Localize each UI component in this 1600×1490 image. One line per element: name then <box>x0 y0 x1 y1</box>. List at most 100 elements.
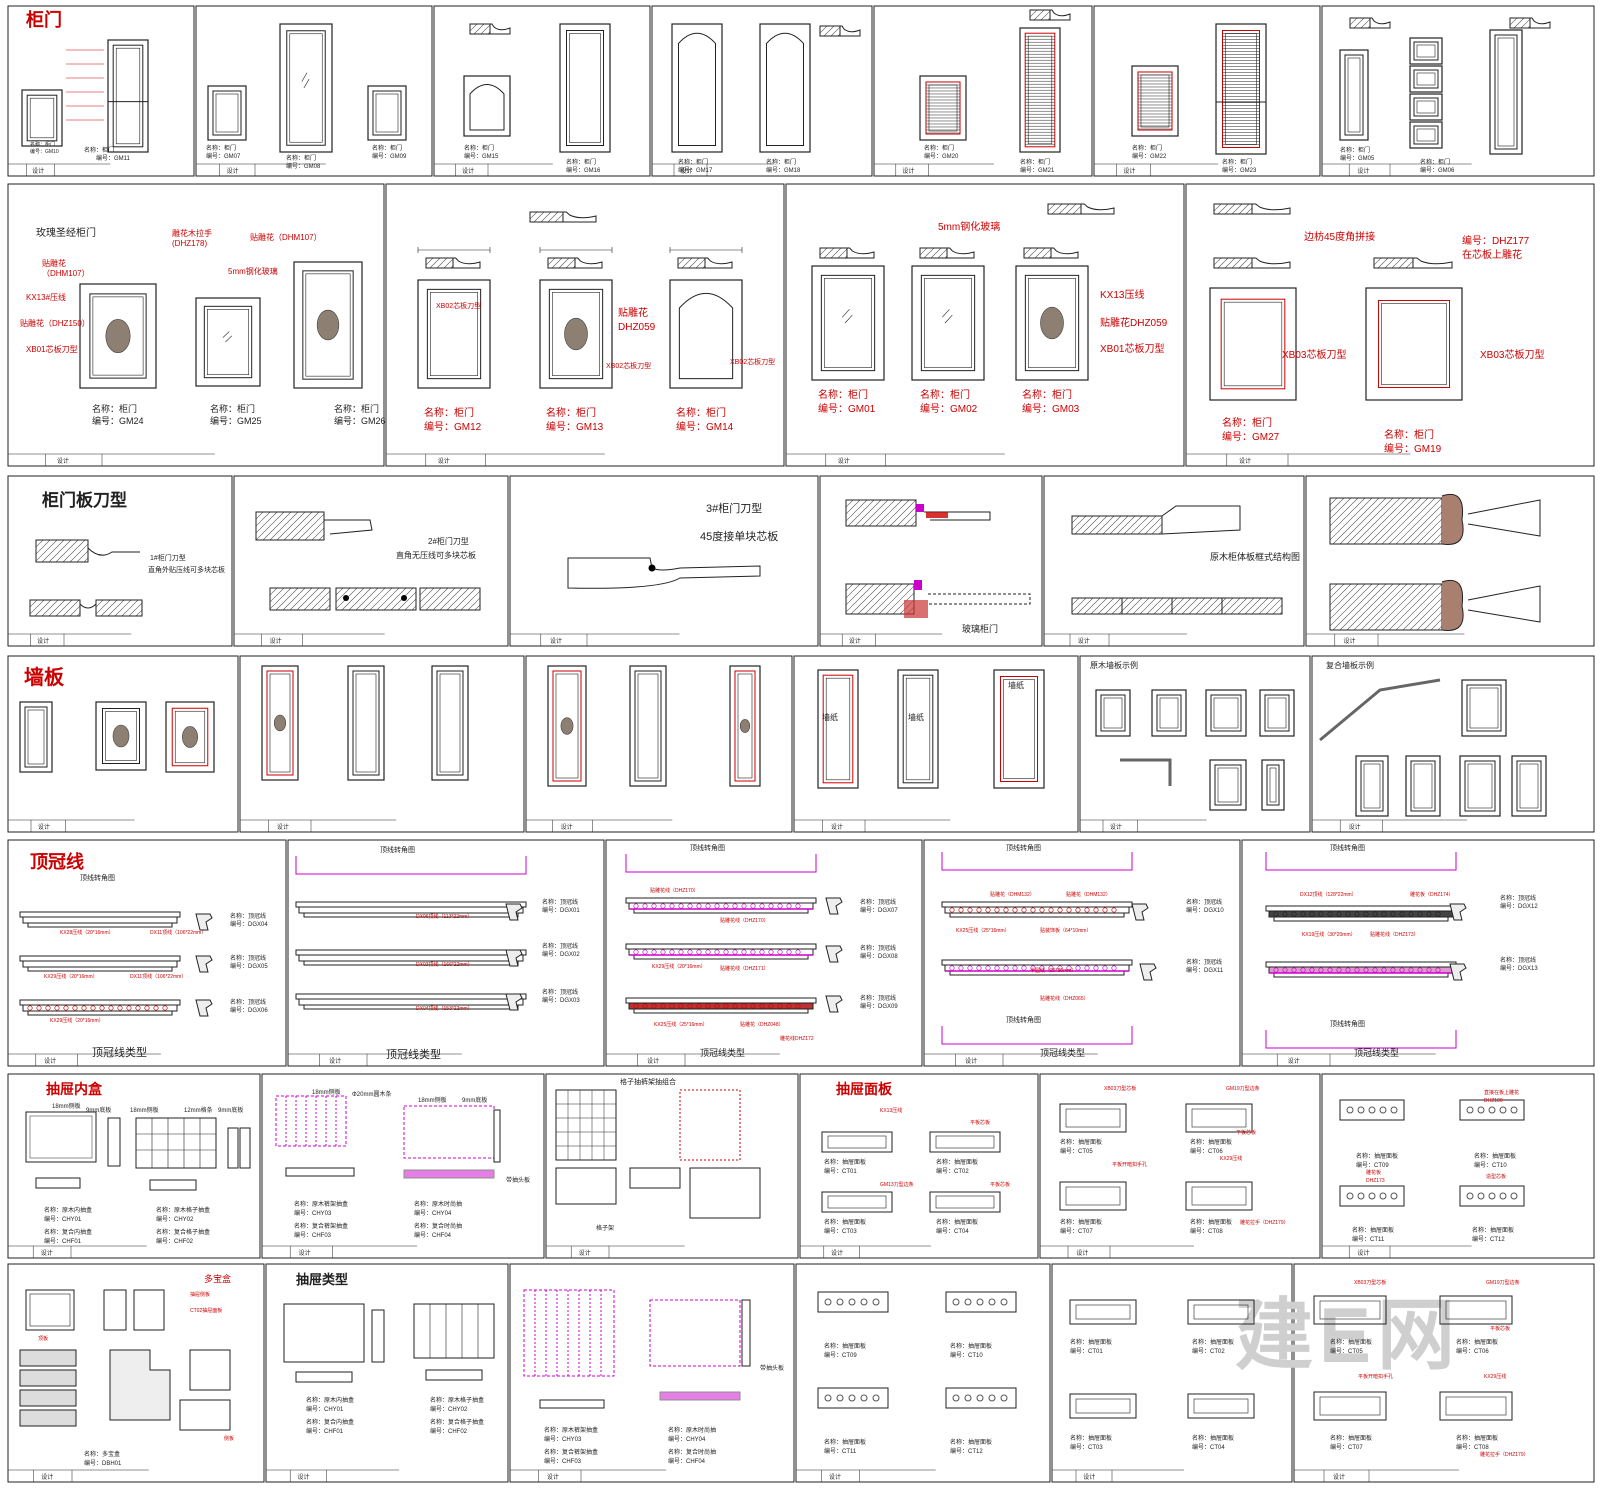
crown-ornament <box>696 903 702 909</box>
design-label: 设计 <box>1078 637 1090 645</box>
crown-ornament <box>768 903 774 909</box>
door-panel-inner <box>1416 72 1436 86</box>
hatch-line <box>547 212 559 222</box>
item-code: 编号：GM02 <box>920 402 978 415</box>
item-code: 编号：GM21 <box>1020 166 1055 174</box>
door-panel-inner <box>1416 128 1436 142</box>
crown-ornament <box>660 903 666 909</box>
callout: 在芯板上雕花 <box>1462 248 1522 261</box>
crown-mid <box>298 998 524 1006</box>
hatch-line <box>283 512 313 540</box>
item-name: 名称：原木裤架抽盒 <box>544 1426 598 1434</box>
hatch-lines <box>1374 258 1413 268</box>
door-panel <box>552 670 582 782</box>
item-name: 名称：原木格子抽盒 <box>430 1396 484 1404</box>
carving-dot <box>1000 1394 1008 1402</box>
section-title: 柜门 <box>26 9 62 30</box>
carving-ornament <box>564 317 588 351</box>
hatch-line <box>304 520 324 540</box>
hatch-line <box>1430 618 1442 630</box>
hatch-outline <box>547 257 576 269</box>
profile-edge <box>87 547 140 556</box>
crown-ornament <box>1300 911 1306 917</box>
drawer-front <box>945 1291 1017 1313</box>
door-arch-panel <box>469 84 505 131</box>
crown-top <box>625 997 817 1004</box>
drawer-front-inner <box>1191 1108 1247 1128</box>
door-frame <box>811 265 885 381</box>
hatch-line <box>420 588 442 610</box>
item-code: 编号：GM09 <box>372 152 407 160</box>
callout: 半圆线（25*20mm） <box>1030 967 1076 974</box>
item-name: 名称：柜门 <box>920 388 970 401</box>
design-label: 设计 <box>831 823 843 831</box>
corner-diagram <box>941 1026 1133 1045</box>
hatch-line <box>1072 205 1081 214</box>
carving-dot <box>1477 1192 1485 1200</box>
callout: 平板开暗扣手孔 <box>1112 1161 1147 1168</box>
grid-cabinet-side <box>555 1167 617 1205</box>
hatch-line <box>1353 498 1401 544</box>
hatch-line <box>1360 18 1370 28</box>
sheet-panel-border <box>261 1073 545 1259</box>
hatch-line <box>420 588 428 596</box>
hatch-line <box>1374 584 1422 630</box>
crown-ornament <box>1426 967 1432 973</box>
crown-ornament <box>1372 967 1378 973</box>
hatch-line <box>1231 258 1243 268</box>
callout: 贴雕花DHZ059 <box>1100 316 1168 329</box>
callout: 顶板 <box>38 1335 48 1342</box>
door-panel-inner <box>1413 763 1433 809</box>
hatch-line <box>930 248 942 258</box>
item-name: 名称：复合时尚抽 <box>668 1448 716 1456</box>
hatch-line <box>1167 598 1185 614</box>
door-panel-inner <box>1003 679 1035 779</box>
door-panel <box>203 305 253 379</box>
door-panel <box>1264 694 1290 732</box>
cross-section-profile <box>1213 203 1291 215</box>
hatch-line <box>871 584 903 614</box>
drawer-front-inner <box>1319 1300 1381 1320</box>
item-code: 编号：GM15 <box>464 152 499 160</box>
callout: DX03顶线（166*22mm） <box>416 961 473 968</box>
item-name: 名称：原木时尚抽 <box>414 1200 462 1208</box>
callout: 贴雕花（DHZ150） <box>20 318 90 328</box>
door-elevation <box>1209 287 1297 401</box>
item-name: 名称：柜门 <box>372 144 402 152</box>
door-panel-inner <box>924 278 972 368</box>
item-name: 名称：抽屉面板 <box>950 1438 992 1446</box>
hatch-line <box>820 248 828 256</box>
hatch-line <box>1214 258 1222 266</box>
sheet-panel-border <box>1079 655 1311 833</box>
item-code: 编号：GM01 <box>818 402 876 415</box>
door-panel-inner <box>1028 278 1076 368</box>
hatch-line <box>362 588 386 610</box>
hatch-line <box>1416 604 1442 630</box>
carving-ornament <box>112 724 130 748</box>
fashion-drawer <box>403 1105 495 1159</box>
door-elevation <box>1355 755 1389 817</box>
hatch-line <box>1153 598 1171 614</box>
hatch-line <box>554 213 563 222</box>
hatch-line <box>303 588 327 610</box>
crown-top <box>625 897 817 904</box>
item-code: 编号：CT07 <box>1060 1227 1093 1235</box>
crown-ornament <box>967 907 973 913</box>
door-frame <box>1339 49 1369 141</box>
design-label: 设计 <box>1239 457 1251 465</box>
crown-ornament <box>1309 911 1315 917</box>
design-label: 设计 <box>681 167 693 175</box>
item-code: 编号：CT02 <box>936 1167 969 1175</box>
crown-ornament <box>1435 967 1441 973</box>
callout: KX19压线（30*20mm） <box>1302 931 1356 938</box>
door-frame <box>347 665 385 781</box>
item-code: 编号：GM23 <box>1222 166 1257 174</box>
crown-ornament <box>108 1005 114 1011</box>
crown-ornament <box>1390 911 1396 917</box>
sheet-panel-border <box>799 1073 1039 1259</box>
multi-box-front <box>189 1349 231 1391</box>
hatch-line <box>1072 598 1073 599</box>
crown-top <box>295 993 527 1000</box>
crown-bottom <box>27 1010 173 1016</box>
sheet-panel-border <box>1321 1073 1595 1259</box>
